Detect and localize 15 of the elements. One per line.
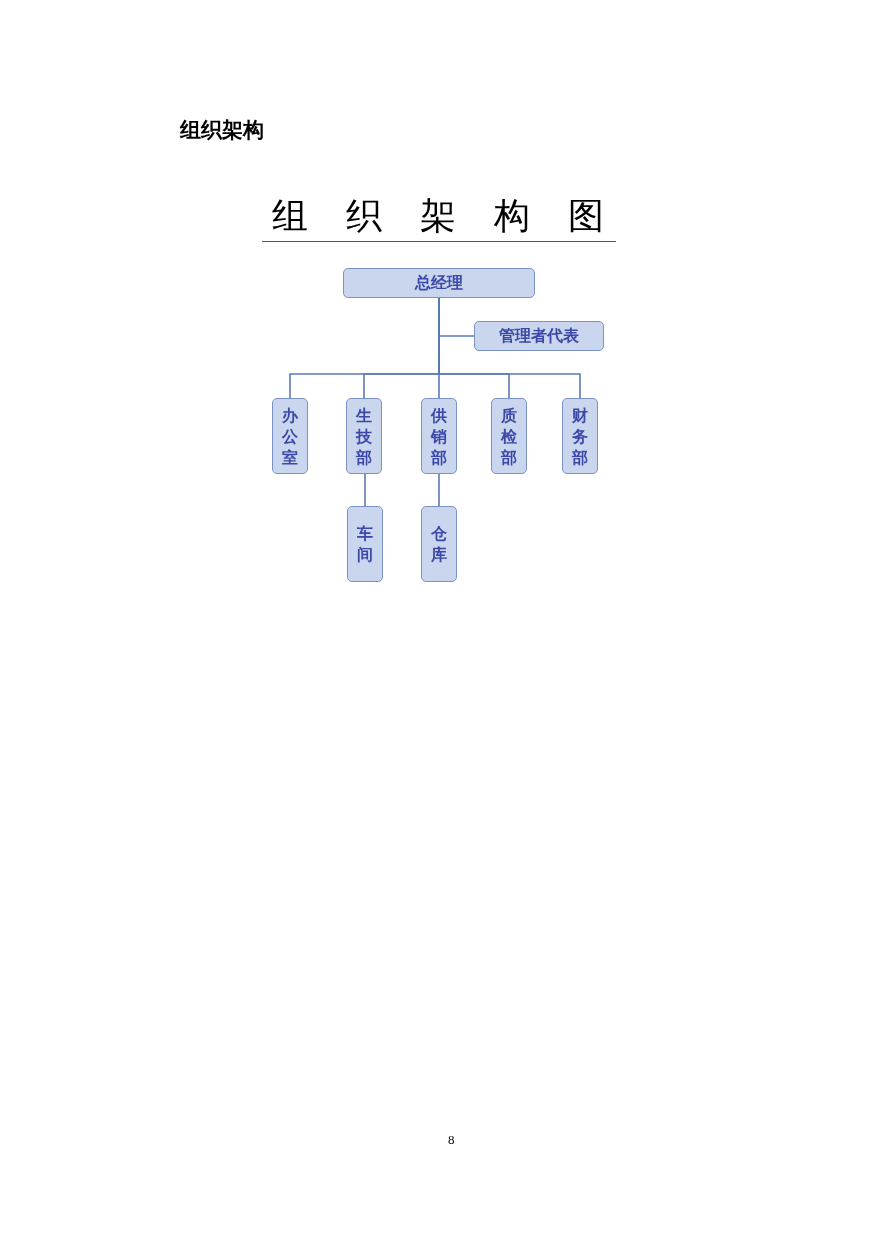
department-box: 财务部 bbox=[562, 398, 598, 474]
position-box: 管理者代表 bbox=[474, 321, 604, 351]
connector-line bbox=[364, 473, 366, 507]
department-box: 质检部 bbox=[491, 398, 527, 474]
department-box: 仓库 bbox=[421, 506, 457, 582]
section-heading: 组织架构 bbox=[180, 117, 264, 144]
diagram-title: 组织架构图 bbox=[272, 194, 642, 238]
department-box: 供销部 bbox=[421, 398, 457, 474]
connector-line bbox=[438, 473, 440, 507]
page-number: 8 bbox=[448, 1132, 455, 1148]
connector-line bbox=[438, 297, 581, 399]
department-box: 生技部 bbox=[346, 398, 382, 474]
department-box: 车间 bbox=[347, 506, 383, 582]
department-box: 办公室 bbox=[272, 398, 308, 474]
position-box: 总经理 bbox=[343, 268, 535, 298]
